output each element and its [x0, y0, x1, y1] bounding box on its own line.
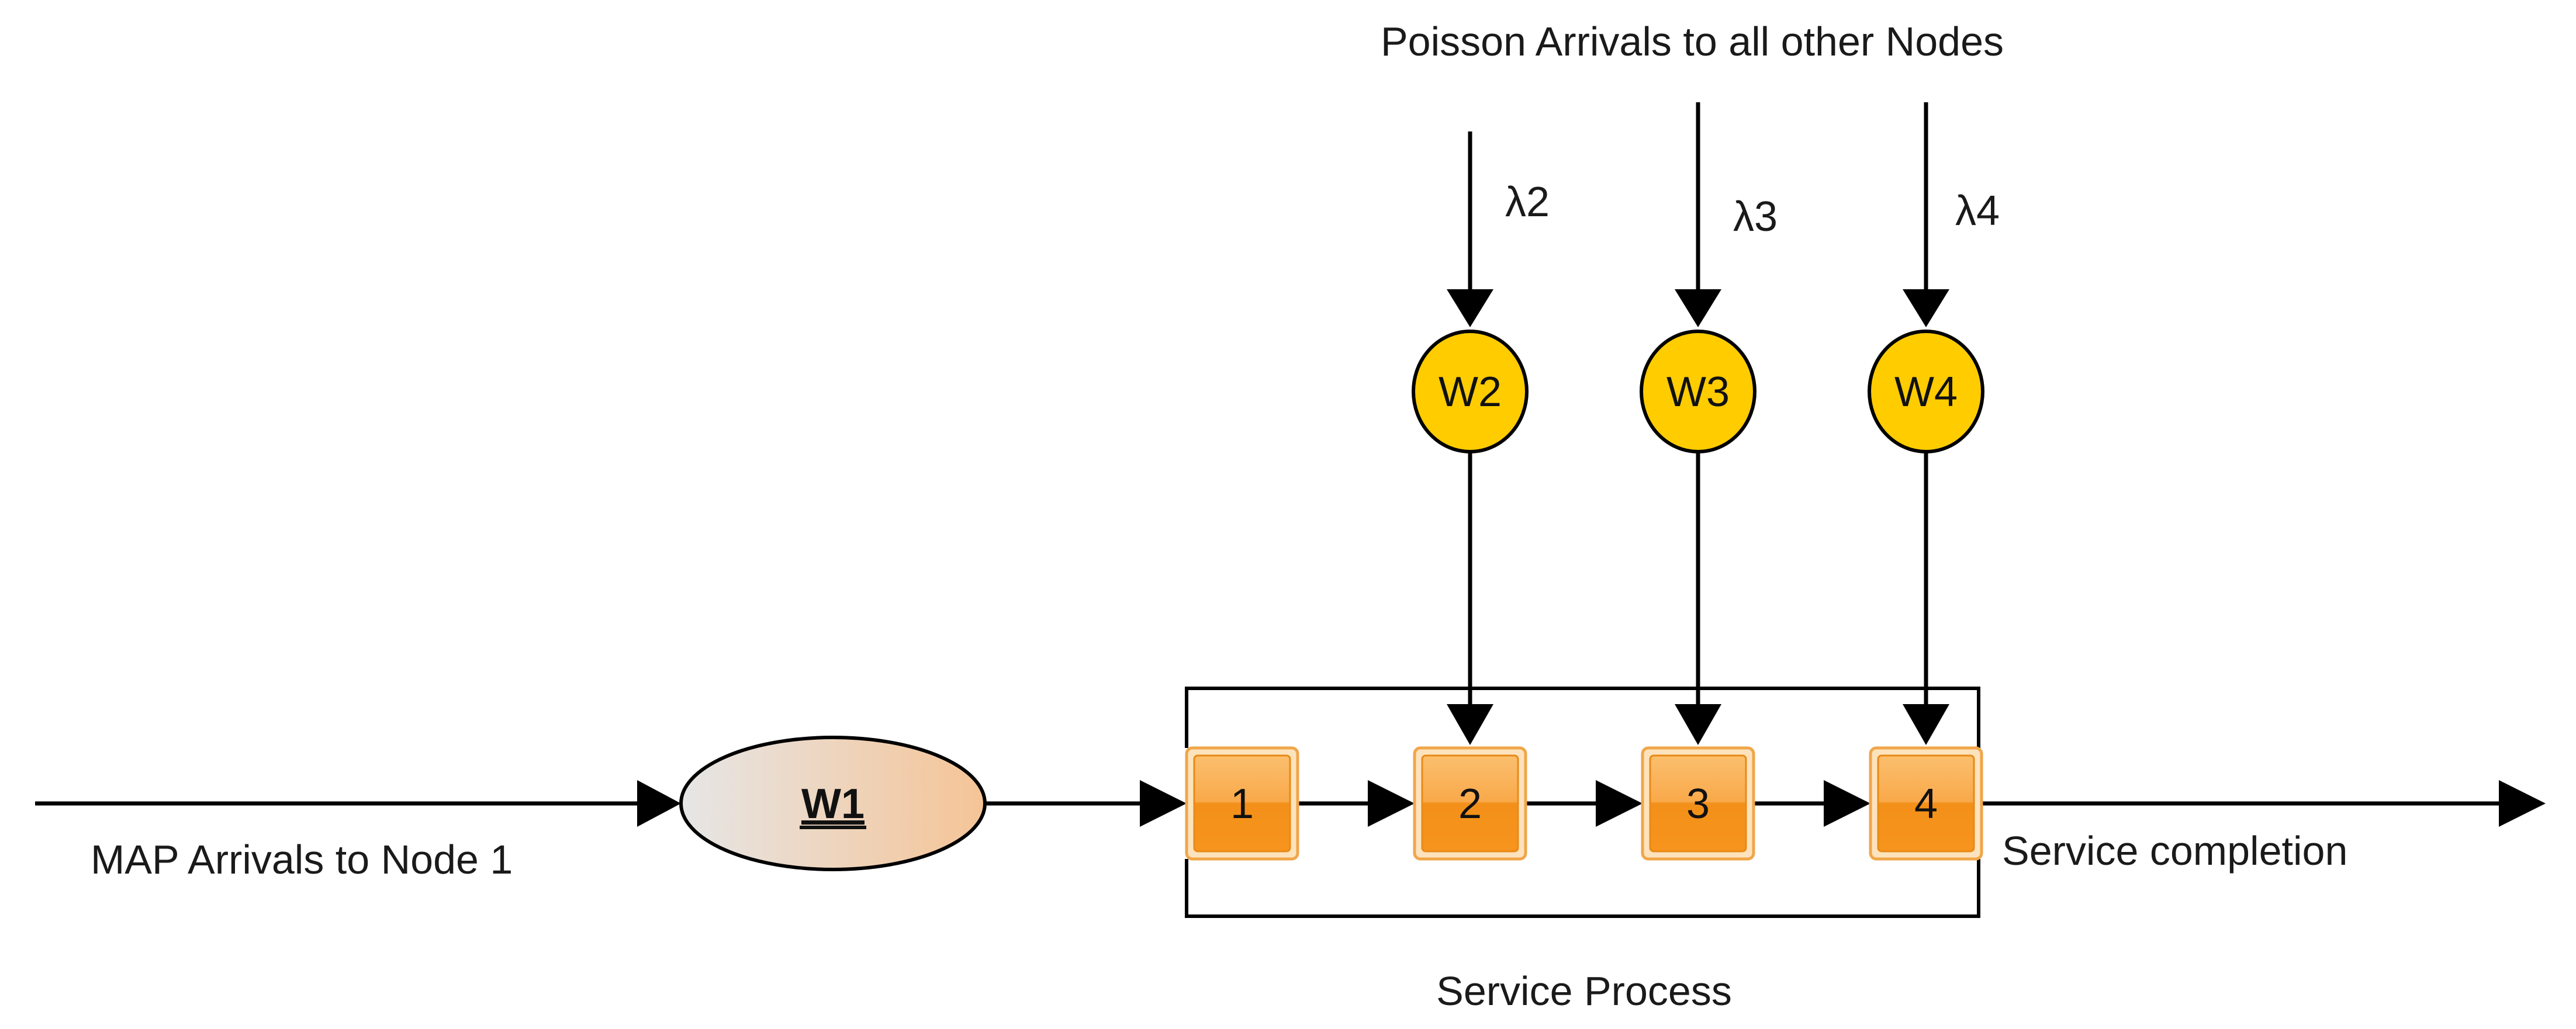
- arrival-stream-3: λ3: [1675, 102, 1778, 327]
- main-flow: [35, 780, 2546, 827]
- queue-w1-label: W1: [801, 781, 865, 827]
- service-node-4: 4: [1869, 746, 1983, 861]
- service-node-3-label: 3: [1686, 781, 1710, 827]
- poisson-arrivals-title: Poisson Arrivals to all other Nodes: [1381, 19, 2004, 64]
- queue-to-node-connectors: [1447, 452, 1949, 745]
- queue-w2: W2: [1412, 330, 1529, 453]
- service-node-4-label: 4: [1914, 781, 1938, 827]
- queue-w2-label: W2: [1439, 369, 1502, 415]
- arrival-rate-4: λ4: [1955, 188, 2000, 234]
- arrival-stream-2: λ2: [1447, 131, 1550, 327]
- queue-w3: W3: [1640, 330, 1756, 453]
- arrival-rate-3: λ3: [1733, 193, 1778, 240]
- queue-w4-label: W4: [1894, 369, 1958, 415]
- queue-w3-label: W3: [1666, 369, 1730, 415]
- service-node-3: 3: [1641, 746, 1755, 861]
- service-process-label: Service Process: [1436, 968, 1732, 1014]
- service-node-1-label: 1: [1230, 781, 1254, 827]
- service-node-2-label: 2: [1458, 781, 1482, 827]
- service-process-box: [1185, 687, 1980, 918]
- arrival-stream-4: λ4: [1903, 102, 2000, 327]
- queue-w4: W4: [1868, 330, 1984, 453]
- service-node-2: 2: [1413, 746, 1527, 861]
- queue-w1: W1: [679, 736, 987, 871]
- arrival-rate-2: λ2: [1505, 179, 1550, 226]
- service-node-1: 1: [1185, 746, 1299, 861]
- map-arrivals-label: MAP Arrivals to Node 1: [91, 837, 513, 882]
- service-completion-label: Service completion: [2002, 828, 2347, 874]
